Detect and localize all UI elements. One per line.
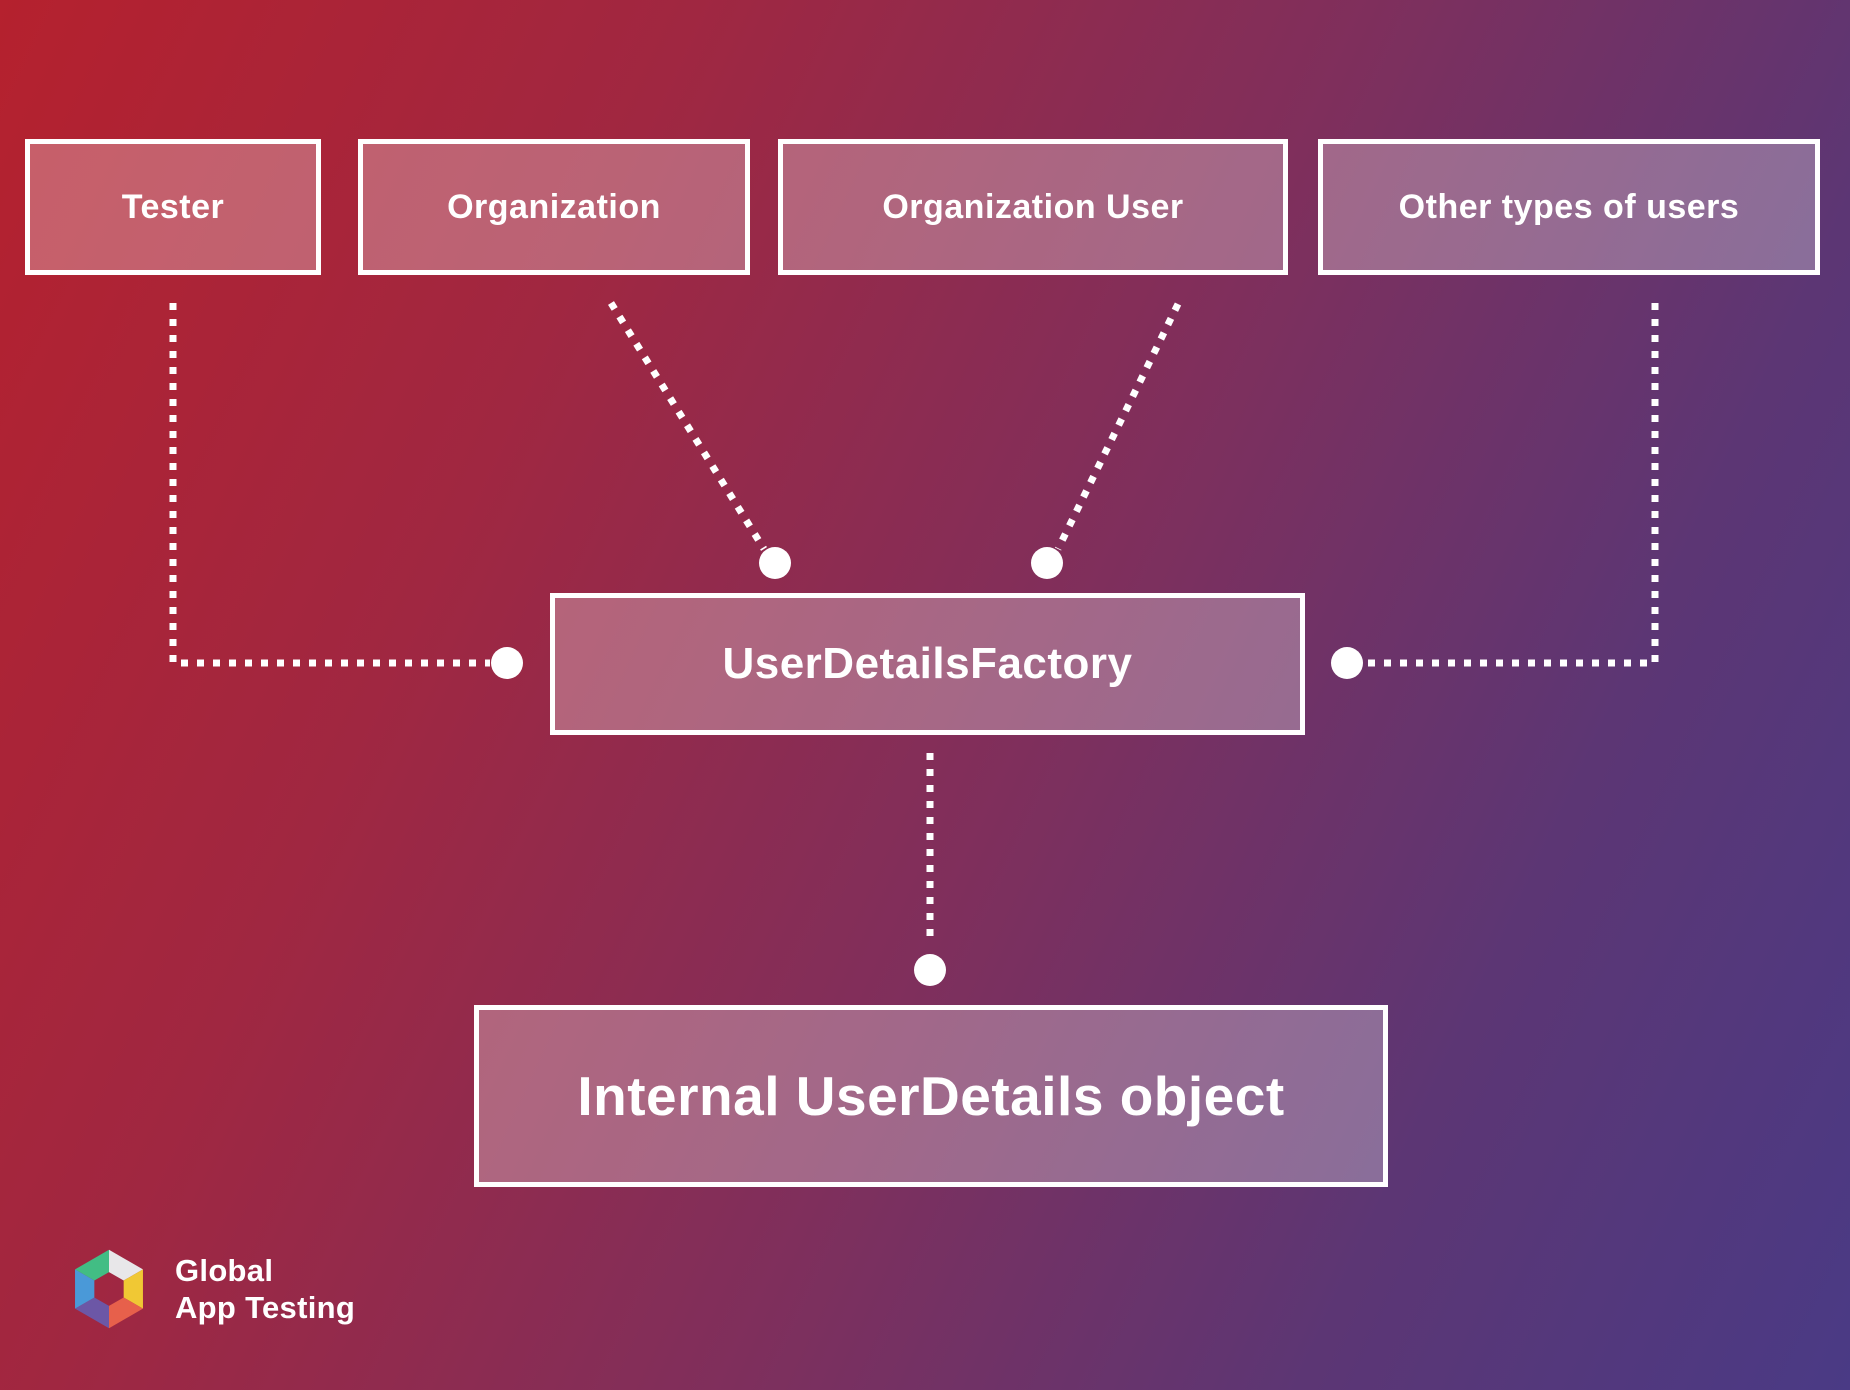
edge-organization-user-to-factory [1054, 302, 1182, 551]
hexagon-face-blue [75, 1269, 95, 1309]
node-internal-userdetails-label: Internal UserDetails object [577, 1065, 1285, 1127]
global-app-testing-logo: Global App Testing [68, 1246, 355, 1332]
hexagon-face-yellow [123, 1269, 143, 1309]
logo-wordmark: Global App Testing [175, 1252, 355, 1326]
hexagon-face-purple [75, 1297, 109, 1329]
node-other-users: Other types of users [1318, 139, 1820, 275]
node-organization-label: Organization [447, 187, 661, 226]
logo-line2: App Testing [175, 1290, 356, 1325]
hexagon-face-red [109, 1297, 143, 1329]
node-internal-userdetails: Internal UserDetails object [474, 1005, 1388, 1187]
edge-tester-to-factory [169, 303, 490, 667]
logo-line1: Global [175, 1253, 274, 1288]
hexagon-face-white [109, 1249, 143, 1281]
hexagon-cube-icon [75, 1249, 143, 1329]
node-tester: Tester [25, 139, 321, 275]
node-userdetailsfactory: UserDetailsFactory [550, 593, 1305, 735]
node-userdetailsfactory-label: UserDetailsFactory [722, 639, 1133, 688]
edge-dot-tester [491, 647, 523, 679]
node-other-users-label: Other types of users [1398, 187, 1740, 226]
node-organization-user-label: Organization User [882, 187, 1184, 226]
edge-dot-internal [914, 954, 946, 986]
node-tester-label: Tester [121, 187, 225, 226]
edge-dot-organization-user [1031, 547, 1063, 579]
node-organization-user: Organization User [778, 139, 1288, 275]
edge-other-users-to-factory [1367, 303, 1659, 667]
edge-dot-organization [759, 547, 791, 579]
node-organization: Organization [358, 139, 750, 275]
hexagon-face-green [75, 1249, 109, 1281]
edge-organization-to-factory [608, 301, 767, 551]
edge-dot-other-users [1331, 647, 1363, 679]
